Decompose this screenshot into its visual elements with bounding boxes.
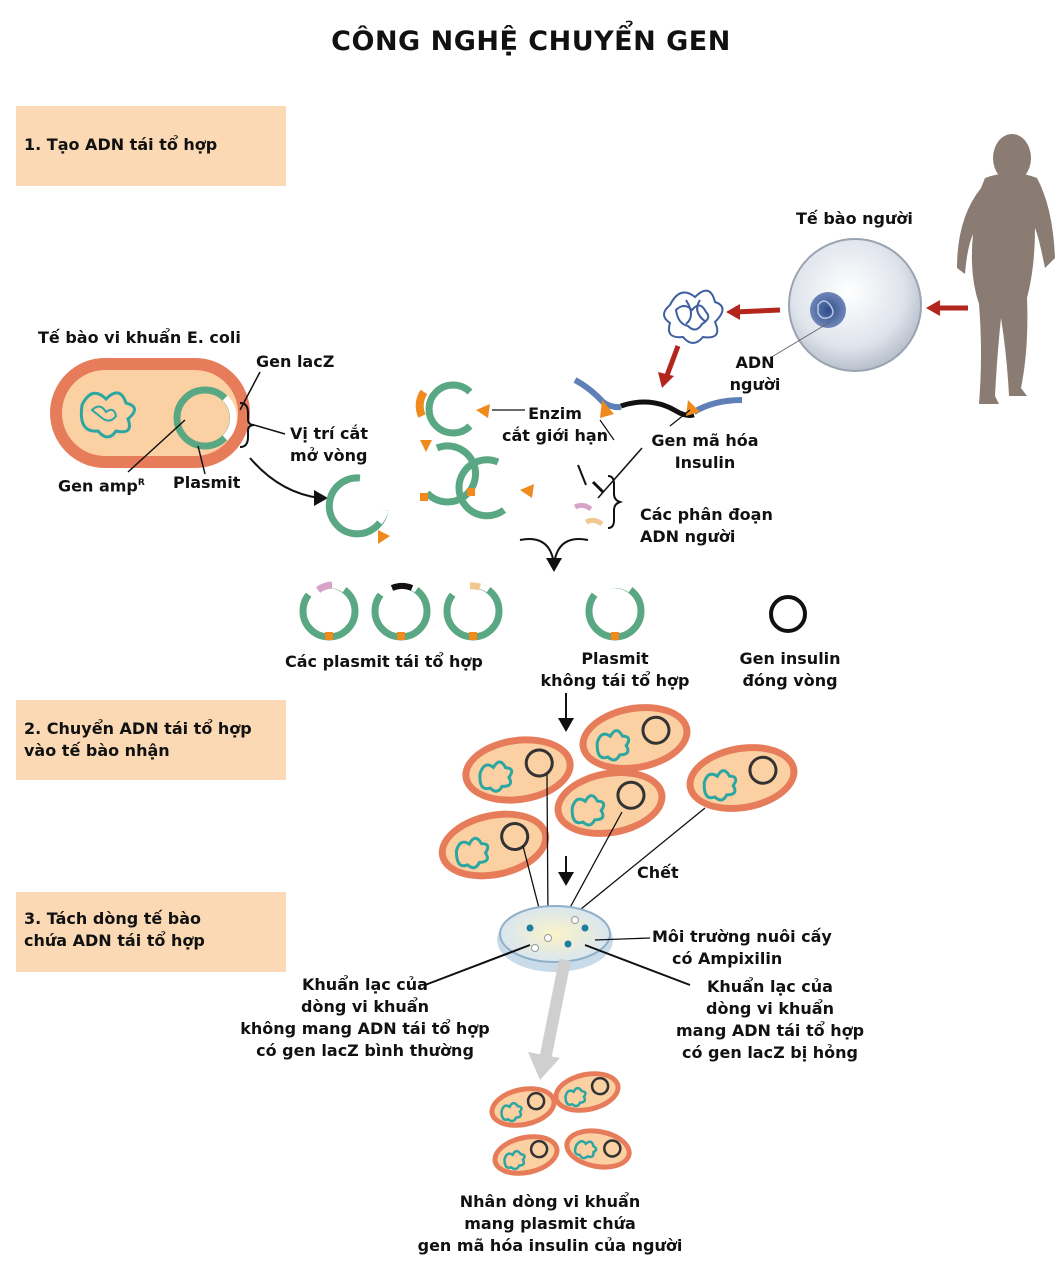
enzyme-label-line2: cắt giới hạn bbox=[501, 426, 609, 445]
clone-label-line1: Nhân dòng vi khuẩn bbox=[459, 1192, 641, 1211]
human-dna-label: ADN người bbox=[725, 352, 785, 396]
colony-normal-label-line4: có gen lacZ bình thường bbox=[256, 1041, 474, 1060]
human-dna-tangle-icon bbox=[663, 289, 724, 344]
human-silhouette-icon bbox=[957, 134, 1055, 404]
lacz-gene-label: Gen lacZ bbox=[256, 352, 335, 371]
insulin-gene-label-line2: Insulin bbox=[674, 453, 736, 472]
medium-label-line2: có Ampixilin bbox=[672, 949, 783, 968]
circular-insulin-label-line2: đóng vòng bbox=[742, 671, 838, 690]
amp-gene-label-text: Gen amp bbox=[58, 476, 138, 496]
insulin-dna-strand bbox=[573, 377, 743, 418]
amp-gene-superscript: R bbox=[137, 478, 145, 488]
colony-recomb-label-line3: mang ADN tái tổ hợp bbox=[675, 1021, 865, 1040]
colony-normal-label-line2: dòng vi khuẩn bbox=[301, 997, 429, 1016]
step-1-label: 1. Tạo ADN tái tổ hợp bbox=[24, 135, 218, 154]
petri-dish bbox=[497, 905, 613, 972]
cloned-cells bbox=[484, 1064, 637, 1183]
dna-fragments bbox=[573, 447, 643, 529]
circular-insulin-label: Gen insulin đóng vòng bbox=[720, 648, 860, 692]
step-2-box: 2. Chuyển ADN tái tổ hợp vào tế bào nhận bbox=[16, 700, 286, 780]
medium-label: Môi trường nuôi cấy có Ampixilin bbox=[652, 926, 832, 970]
clone-label-line3: gen mã hóa insulin của người bbox=[417, 1236, 683, 1255]
dna-fragments-label-line1: Các phân đoạn bbox=[640, 505, 773, 524]
step-2-label-line1: 2. Chuyển ADN tái tổ hợp bbox=[24, 719, 252, 738]
nonrecombinant-plasmid bbox=[585, 580, 645, 641]
plasmid-label: Plasmit bbox=[173, 473, 241, 492]
enzyme-label: Enzim cắt giới hạn bbox=[490, 403, 620, 447]
colony-normal-label: Khuẩn lạc của dòng vi khuẩn không mang A… bbox=[220, 974, 510, 1062]
colony-recomb-label: Khuẩn lạc của dòng vi khuẩn mang ADN tái… bbox=[655, 976, 885, 1064]
circular-insulin-gene bbox=[769, 595, 807, 633]
recombinant-plasmids-label: Các plasmit tái tổ hợp bbox=[285, 652, 483, 671]
human-cell bbox=[788, 238, 922, 372]
human-cell-label: Tế bào người bbox=[796, 209, 913, 228]
step-3-label-line2: chứa ADN tái tổ hợp bbox=[24, 931, 205, 950]
cut-site-label-line1: Vị trí cắt bbox=[290, 424, 368, 443]
ecoli-cell bbox=[50, 358, 250, 468]
clone-label: Nhân dòng vi khuẩn mang plasmit chứa gen… bbox=[390, 1191, 710, 1257]
colony-recomb-label-line1: Khuẩn lạc của bbox=[707, 977, 833, 996]
enzyme-label-line1: Enzim bbox=[528, 404, 582, 423]
insulin-gene-label: Gen mã hóa Insulin bbox=[640, 430, 770, 474]
enzyme-cut-marker bbox=[476, 404, 490, 418]
nonrecombinant-plasmid-label: Plasmit không tái tổ hợp bbox=[525, 648, 705, 692]
step-2-label-line2: vào tế bào nhận bbox=[24, 741, 170, 760]
cut-site-label-line2: mở vòng bbox=[290, 446, 368, 465]
open-plasmids bbox=[325, 381, 515, 538]
nonrecombinant-label-line1: Plasmit bbox=[581, 649, 649, 668]
step-1-box: 1. Tạo ADN tái tổ hợp bbox=[16, 106, 286, 186]
amp-gene-label: Gen ampR bbox=[58, 472, 145, 497]
colony-recomb-label-line2: dòng vi khuẩn bbox=[706, 999, 834, 1018]
human-dna-label-line2: người bbox=[729, 375, 781, 394]
clone-label-line2: mang plasmit chứa bbox=[464, 1214, 636, 1233]
insulin-gene-label-line1: Gen mã hóa bbox=[651, 431, 759, 450]
medium-label-line1: Môi trường nuôi cấy bbox=[652, 927, 832, 946]
step-3-label-line1: 3. Tách dòng tế bào bbox=[24, 909, 202, 928]
circular-insulin-label-line1: Gen insulin bbox=[739, 649, 841, 668]
ecoli-cell-label: Tế bào vi khuẩn E. coli bbox=[38, 328, 241, 347]
transformed-cells bbox=[430, 694, 805, 891]
recombinant-plasmids bbox=[299, 580, 503, 641]
colony-normal-label-line3: không mang ADN tái tổ hợp bbox=[240, 1019, 490, 1038]
dead-label: Chết bbox=[637, 863, 679, 882]
human-dna-label-line1: ADN bbox=[735, 353, 775, 372]
dna-fragments-label-line2: ADN người bbox=[640, 527, 736, 546]
dna-fragments-label: Các phân đoạn ADN người bbox=[640, 504, 773, 548]
diagram-title: CÔNG NGHỆ CHUYỂN GEN bbox=[331, 26, 731, 57]
nonrecombinant-label-line2: không tái tổ hợp bbox=[540, 671, 690, 690]
colony-normal-label-line1: Khuẩn lạc của bbox=[302, 975, 428, 994]
colony-recomb-label-line4: có gen lacZ bị hỏng bbox=[682, 1043, 858, 1062]
cut-site-label: Vị trí cắt mở vòng bbox=[290, 423, 368, 467]
step-3-box: 3. Tách dòng tế bào chứa ADN tái tổ hợp bbox=[16, 892, 286, 972]
